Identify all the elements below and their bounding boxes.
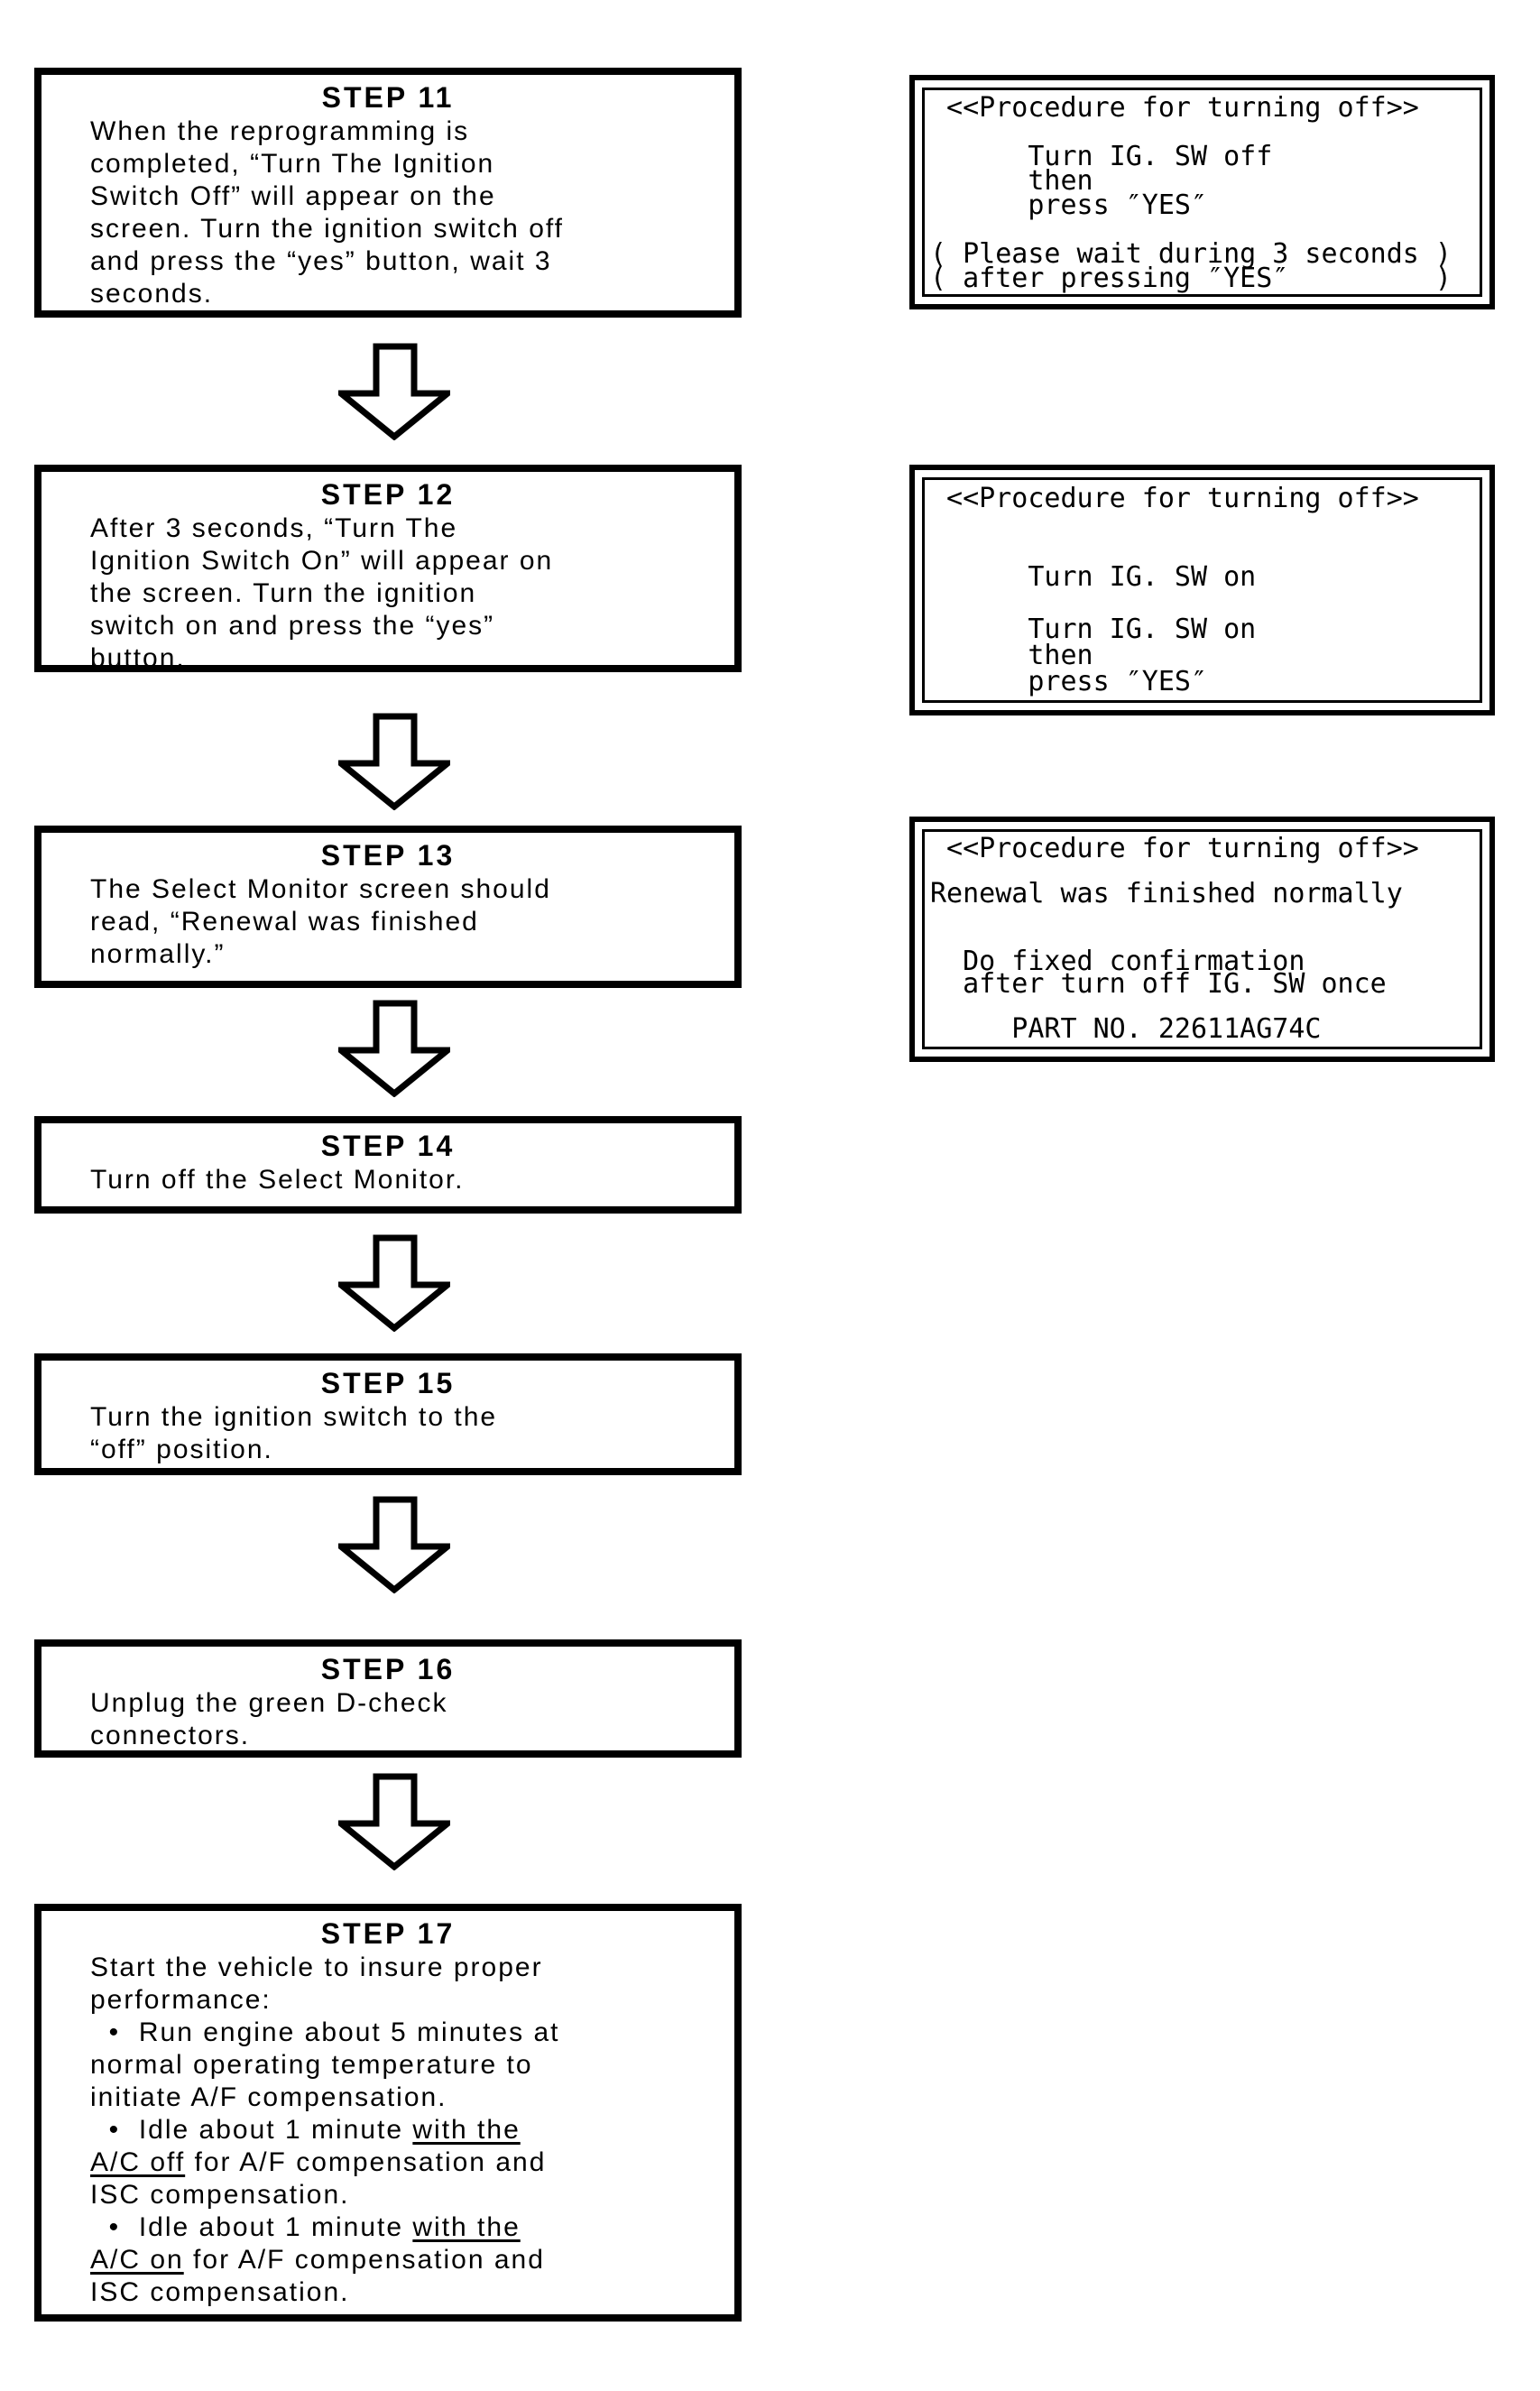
- step-text-line: Switch Off” will appear on the: [90, 181, 496, 211]
- step-text-line: Turn off the Select Monitor.: [90, 1165, 465, 1195]
- step-text-line: connectors.: [90, 1721, 251, 1750]
- step-text-line: • Idle about 1 minute with the: [90, 2212, 521, 2242]
- renewal-finished-screen: <<Procedure for turning off>> Renewal wa…: [909, 817, 1495, 1062]
- step-text-line: • Run engine about 5 minutes at: [90, 2017, 560, 2047]
- turn-ig-sw-on-screen: <<Procedure for turning off>> Turn IG. S…: [909, 465, 1495, 715]
- step-body: Turn the ignition switch to the “off” pos…: [41, 1401, 734, 1466]
- step-text-line: After 3 seconds, “Turn The: [90, 513, 458, 543]
- step-text-line: The Select Monitor screen should: [90, 874, 551, 904]
- step-text-line: seconds.: [90, 279, 214, 309]
- step-step-15-box: STEP 15 Turn the ignition switch to the “…: [34, 1353, 742, 1475]
- step-text-line: and press the “yes” button, wait 3: [90, 246, 552, 276]
- step-title: STEP 16: [320, 1653, 456, 1685]
- step-text-line: “off” position.: [90, 1435, 273, 1464]
- step-text-line: normal operating temperature to: [90, 2050, 533, 2080]
- step-title: STEP 15: [320, 1367, 456, 1399]
- step-step-14-box: STEP 14 Turn off the Select Monitor.: [34, 1116, 742, 1214]
- monitor-text: <<Procedure for turning off>> Renewal wa…: [930, 833, 1419, 1045]
- step-text-line: ISC compensation.: [90, 2277, 350, 2307]
- turn-ig-sw-off-screen: <<Procedure for turning off>> Turn IG. S…: [909, 75, 1495, 309]
- step-step-17-box: STEP 17 Start the vehicle to insure prop…: [34, 1904, 742, 2322]
- step-text-line: completed, “Turn The Ignition: [90, 149, 495, 179]
- step-body: Turn off the Select Monitor.: [41, 1164, 734, 1196]
- step-text-line: read, “Renewal was finished: [90, 907, 479, 937]
- monitor-text: <<Procedure for turning off>> Turn IG. S…: [946, 483, 1419, 697]
- step-body: Unplug the green D-check connectors.: [41, 1687, 734, 1752]
- monitor-screen-inner: <<Procedure for turning off>> Turn IG. S…: [922, 88, 1482, 297]
- step-text-line: the screen. Turn the ignition: [90, 578, 477, 608]
- step-text-line: • Idle about 1 minute with the: [90, 2115, 521, 2145]
- monitor-screen-inner: <<Procedure for turning off>> Renewal wa…: [922, 829, 1482, 1049]
- step-title: STEP 13: [320, 839, 456, 872]
- down-arrow-connector-icon: [338, 1496, 450, 1593]
- step-step-16-box: STEP 16 Unplug the green D-check connecto…: [34, 1639, 742, 1758]
- step-text-line: switch on and press the “yes”: [90, 611, 495, 641]
- step-text-line: When the reprogramming is: [90, 116, 470, 146]
- step-title: STEP 11: [321, 81, 455, 114]
- step-text-line: normally.”: [90, 939, 226, 969]
- monitor-screen-inner: <<Procedure for turning off>> Turn IG. S…: [922, 477, 1482, 703]
- step-step-13-box: STEP 13 The Select Monitor screen should…: [34, 826, 742, 988]
- down-arrow-connector-icon: [338, 1234, 450, 1332]
- step-text-line: ISC compensation.: [90, 2180, 350, 2210]
- down-arrow-connector-icon: [338, 713, 450, 810]
- step-text-line: Unplug the green D-check: [90, 1688, 448, 1718]
- step-text-line: Ignition Switch On” will appear on: [90, 546, 554, 576]
- step-text-line: Turn the ignition switch to the: [90, 1402, 498, 1432]
- step-text-line: A/C off for A/F compensation and: [90, 2147, 547, 2177]
- down-arrow-connector-icon: [338, 343, 450, 440]
- step-text-line: Start the vehicle to insure proper: [90, 1952, 543, 1982]
- monitor-text: <<Procedure for turning off>> Turn IG. S…: [930, 92, 1452, 294]
- step-text-line: A/C on for A/F compensation and: [90, 2245, 545, 2275]
- step-title: STEP 17: [320, 1917, 456, 1950]
- step-title: STEP 12: [320, 478, 456, 511]
- step-text-line: performance:: [90, 1985, 272, 2015]
- step-text-line: initiate A/F compensation.: [90, 2082, 447, 2112]
- step-text-line: button.: [90, 643, 186, 673]
- step-text-line: screen. Turn the ignition switch off: [90, 214, 565, 244]
- down-arrow-connector-icon: [338, 1773, 450, 1870]
- down-arrow-connector-icon: [338, 1000, 450, 1097]
- step-title: STEP 14: [320, 1130, 456, 1162]
